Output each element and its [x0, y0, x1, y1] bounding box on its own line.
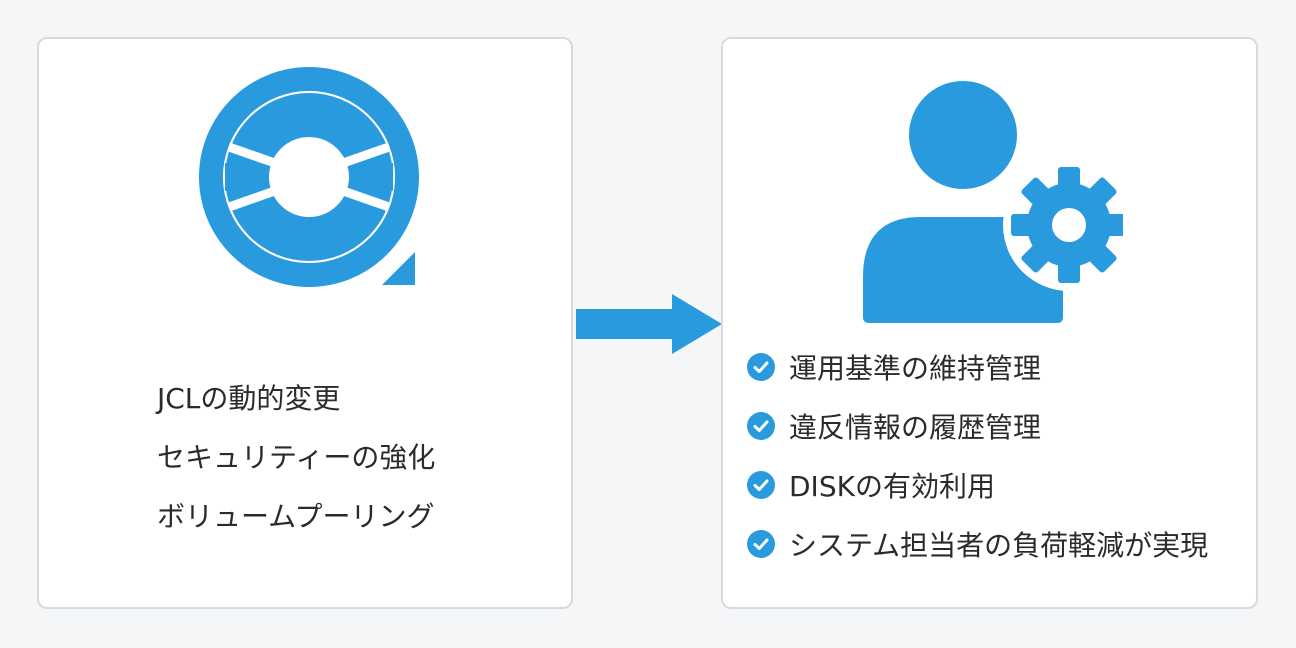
user-gear-icon: [863, 81, 1123, 323]
list-item: 違反情報の履歴管理: [747, 396, 1208, 455]
check-circle-icon: [747, 470, 775, 499]
arrow-right-icon: [576, 294, 722, 354]
before-card: JCLの動的変更 セキュリティーの強化 ボリュームプーリング: [37, 37, 573, 609]
list-item: ボリュームプーリング: [157, 500, 435, 533]
check-circle-icon: [747, 411, 775, 440]
list-item: セキュリティーの強化: [157, 441, 436, 474]
list-item: システム担当者の負荷軽減が実現: [747, 514, 1208, 573]
list-item-label: 違反情報の履歴管理: [789, 410, 1042, 444]
check-circle-icon: [747, 352, 775, 381]
list-item-label: DISKの有効利用: [789, 469, 995, 503]
disk-storage-icon: [199, 67, 419, 287]
list-item: JCLの動的変更: [157, 382, 341, 415]
after-card: 運用基準の維持管理 違反情報の履歴管理 DISKの有効利用 システム担当者の負荷…: [721, 37, 1258, 609]
check-circle-icon: [747, 529, 775, 558]
list-item-label: 運用基準の維持管理: [789, 351, 1042, 385]
list-item-label: システム担当者の負荷軽減が実現: [789, 528, 1209, 562]
list-item: DISKの有効利用: [747, 455, 1208, 514]
list-item: 運用基準の維持管理: [747, 337, 1208, 396]
before-feature-list: JCLの動的変更 セキュリティーの強化 ボリュームプーリング: [157, 379, 435, 556]
after-feature-list: 運用基準の維持管理 違反情報の履歴管理 DISKの有効利用 システム担当者の負荷…: [747, 337, 1208, 573]
